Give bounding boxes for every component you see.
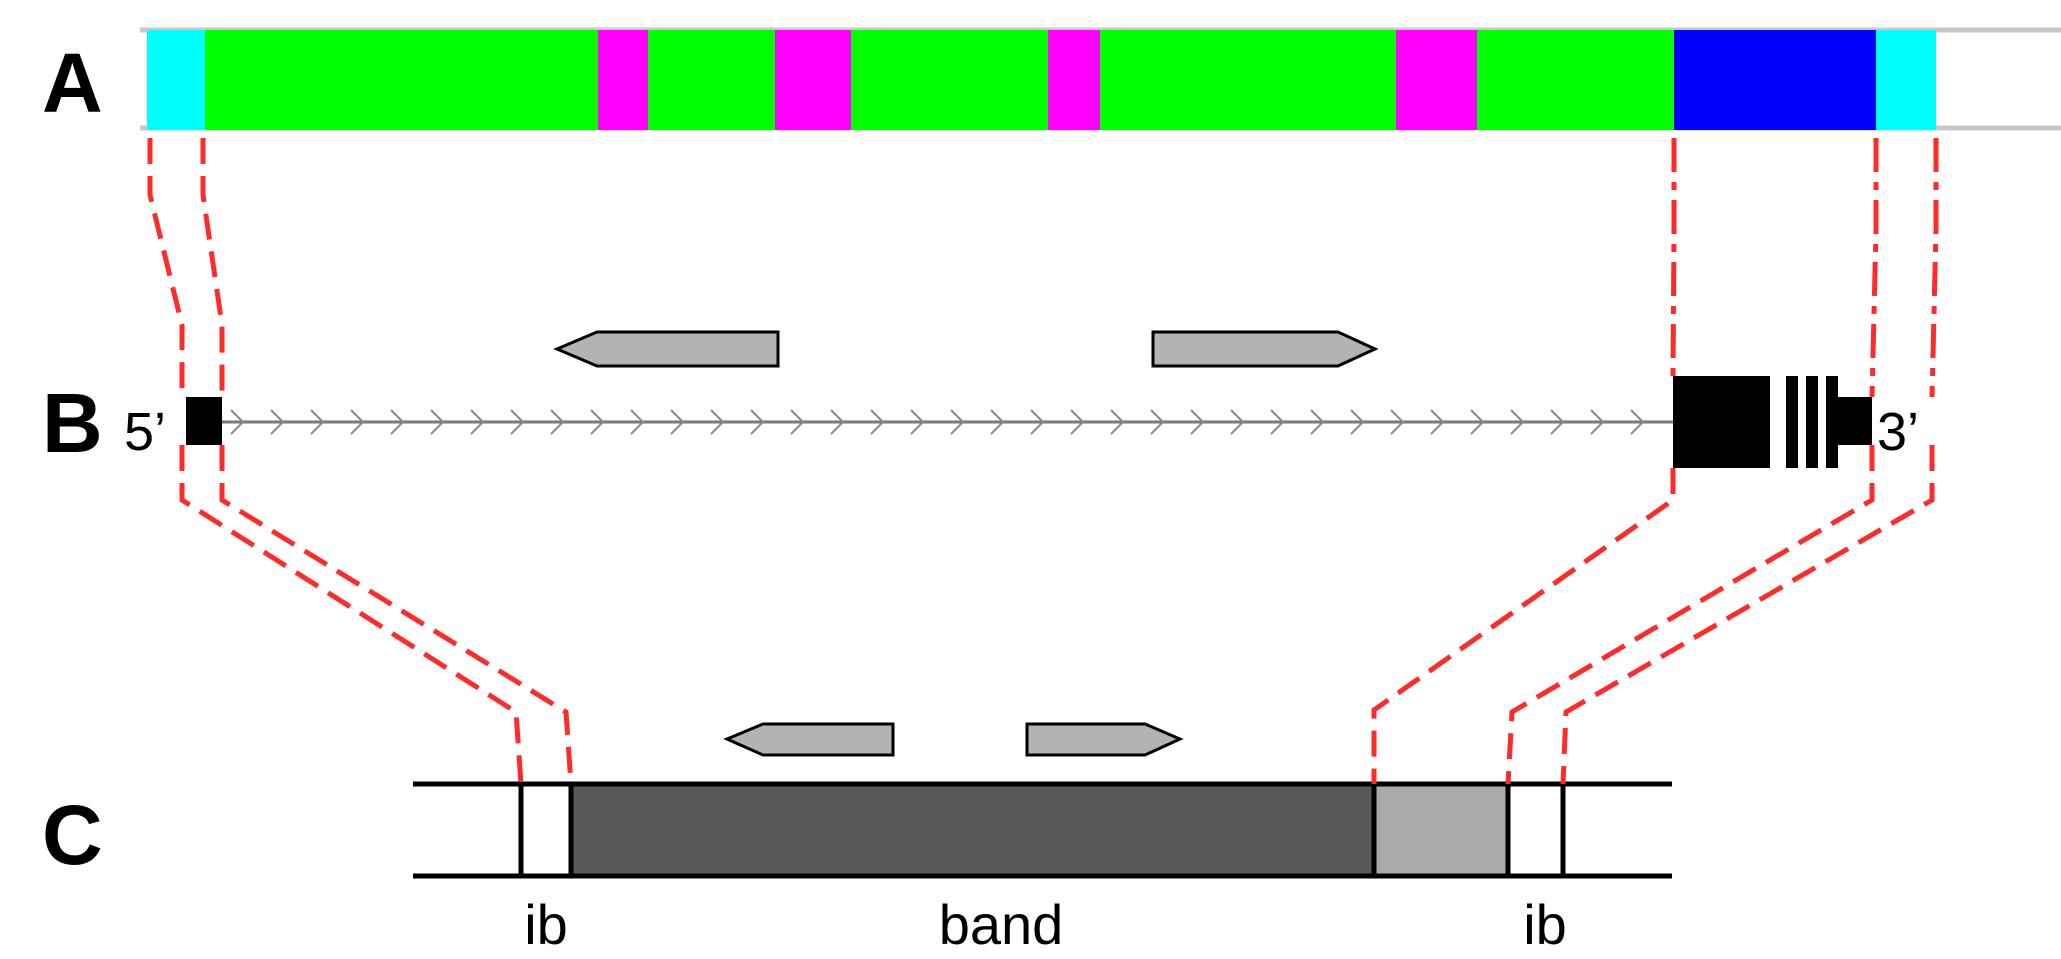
- ib-left-label: ib: [524, 893, 568, 956]
- intron-chevron: [1630, 409, 1645, 435]
- three-prime-label: 3’: [1877, 402, 1919, 462]
- connector-a-b-5: [1929, 138, 1939, 398]
- segment-blue: [1674, 30, 1876, 130]
- intron-chevron: [750, 409, 765, 435]
- connector-b-c-3: [1371, 468, 1676, 784]
- gene-arrow-right-b: [1151, 330, 1379, 368]
- connector-b-c-2: [219, 445, 574, 785]
- intron-chevron: [1110, 409, 1125, 435]
- segment-cyan-right: [1876, 30, 1936, 130]
- intron-chevron: [1590, 409, 1605, 435]
- intron-chevron: [1070, 409, 1085, 435]
- connector-a-b-2: [200, 138, 225, 397]
- panel-a-label: A: [42, 36, 103, 130]
- band-dark: [571, 784, 1374, 876]
- segment-magenta-2: [775, 30, 851, 130]
- intron-chevron: [1390, 409, 1405, 435]
- intron-chevron: [1150, 409, 1165, 435]
- segment-green-1: [205, 30, 598, 130]
- segment-magenta-1: [598, 30, 648, 130]
- exon-3prime-3: [1806, 376, 1818, 468]
- intron-chevron: [1230, 409, 1245, 435]
- intron-chevron: [1030, 409, 1045, 435]
- intron-chevron: [830, 409, 845, 435]
- intron-chevron: [910, 409, 925, 435]
- segment-green-3: [851, 30, 1048, 130]
- intron-chevron: [1550, 409, 1565, 435]
- gene-arrow-left-b: [553, 330, 780, 368]
- intron-chevron: [430, 409, 445, 435]
- intron-chevron: [670, 409, 685, 435]
- intron-chevron: [270, 409, 285, 435]
- ib-right-label: ib: [1523, 893, 1567, 956]
- connector-a-b-4: [1869, 138, 1879, 398]
- intron-chevron: [1190, 409, 1205, 435]
- connector-b-c-4: [1505, 445, 1875, 785]
- intron-chevron: [950, 409, 965, 435]
- panel-c-label: C: [42, 788, 103, 882]
- connectors: [147, 138, 1939, 785]
- panel-b-label: B: [42, 376, 103, 470]
- connector-b-c-1: [179, 445, 524, 785]
- segment-green-5: [1477, 30, 1674, 130]
- band-label: band: [939, 893, 1064, 956]
- segment-green-4: [1100, 30, 1396, 130]
- intron-chevron: [1430, 409, 1445, 435]
- exon-3prime-1: [1673, 376, 1770, 468]
- intron-chevron: [550, 409, 565, 435]
- exon-3prime-4: [1826, 376, 1838, 468]
- intron-chevron: [1470, 409, 1485, 435]
- intron-direction-chevrons: [230, 409, 1645, 435]
- gene-arrow-right-c: [1025, 722, 1184, 757]
- intron-chevron: [510, 409, 525, 435]
- intron-chevron: [990, 409, 1005, 435]
- intron-chevron: [390, 409, 405, 435]
- intron-chevron: [230, 409, 245, 435]
- intron-chevron: [470, 409, 485, 435]
- intron-chevron: [1510, 409, 1525, 435]
- segment-cyan-left: [147, 30, 205, 130]
- intron-chevron: [710, 409, 725, 435]
- intron-chevron: [1350, 409, 1365, 435]
- intron-chevron: [870, 409, 885, 435]
- intron-chevron: [1270, 409, 1285, 435]
- panel-b: B 5’ 3’: [42, 330, 1919, 470]
- connector-b-c-5: [1560, 445, 1935, 785]
- segment-green-2: [648, 30, 775, 130]
- connector-a-b-3: [1670, 138, 1677, 377]
- panel-a: A: [42, 27, 2061, 131]
- segment-magenta-4: [1396, 30, 1477, 130]
- intron-chevron: [630, 409, 645, 435]
- intron-chevron: [790, 409, 805, 435]
- intron-chevron: [310, 409, 325, 435]
- connector-a-b-1: [147, 138, 185, 397]
- gene-arrow-left-c: [723, 722, 895, 757]
- intron-chevron: [1310, 409, 1325, 435]
- intron-chevron: [590, 409, 605, 435]
- exon-3prime-5: [1838, 397, 1872, 445]
- panel-c: C ib band ib: [42, 722, 1672, 956]
- segment-magenta-3: [1048, 30, 1100, 130]
- five-prime-label: 5’: [124, 402, 166, 462]
- intron-chevron: [350, 409, 365, 435]
- exon-5prime: [186, 397, 222, 445]
- band-light: [1374, 784, 1508, 876]
- exon-3prime-2: [1786, 376, 1798, 468]
